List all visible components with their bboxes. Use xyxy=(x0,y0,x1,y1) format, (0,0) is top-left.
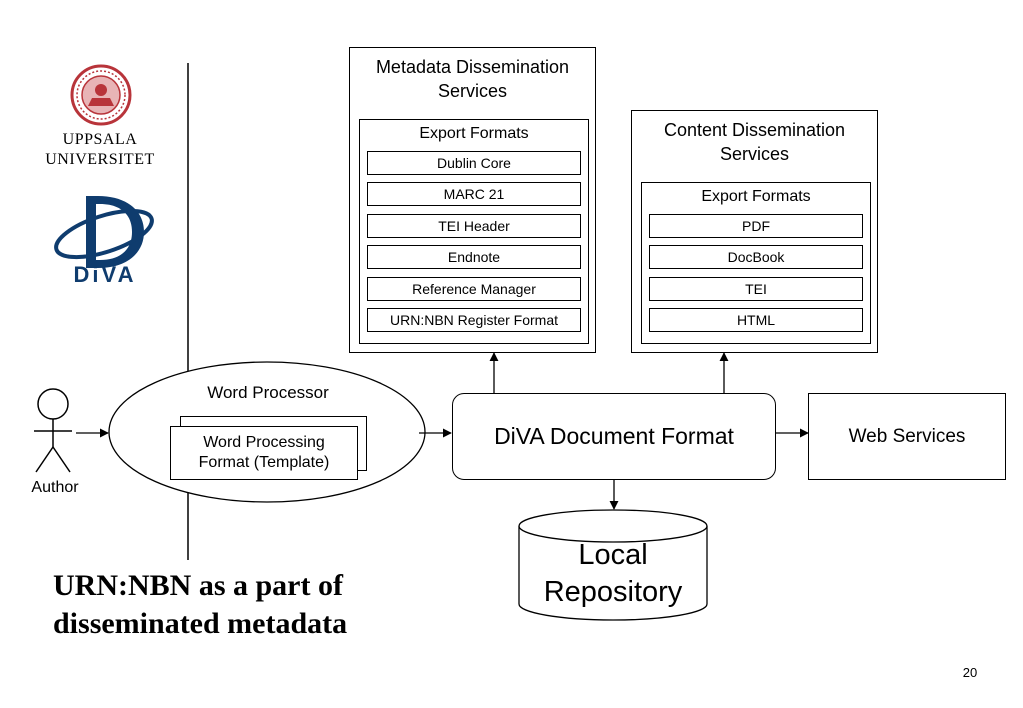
caption: URN:NBN as a part of disseminated metada… xyxy=(53,567,433,643)
format-marc-21: MARC 21 xyxy=(367,182,581,206)
metadata-title-line-2: Services xyxy=(437,81,508,101)
metadata-export-formats-title: Export Formats xyxy=(419,125,529,142)
format-pdf: PDF xyxy=(649,214,863,238)
metadata-title-line-1: Metadata Dissemination xyxy=(375,57,570,77)
diva-document-format-label: DiVA Document Format xyxy=(494,423,734,449)
diva-wordmark: DiVA xyxy=(73,262,137,287)
diva-logo-icon xyxy=(54,196,154,268)
diva-document-format-box: DiVA Document Format xyxy=(452,393,776,480)
content-title-line-1: Content Dissemination xyxy=(663,120,846,140)
format-dublin-core: Dublin Core xyxy=(367,151,581,175)
format-endnote: Endnote xyxy=(367,245,581,269)
author-figure xyxy=(34,388,72,473)
caption-line-2: disseminated metadata xyxy=(53,607,348,640)
connectors xyxy=(76,352,809,510)
content-services-box: Content Dissemination Services Export Fo… xyxy=(631,110,878,353)
repository-line-1: Local xyxy=(578,539,648,571)
uppsala-seal-icon xyxy=(70,64,132,126)
word-processor-label: Word Processor xyxy=(207,383,329,402)
format-tei: TEI xyxy=(649,277,863,301)
metadata-export-formats-box: Export Formats Dublin Core MARC 21 TEI H… xyxy=(359,119,589,344)
format-tei-header: TEI Header xyxy=(367,214,581,238)
format-reference-manager: Reference Manager xyxy=(367,277,581,301)
web-services-box: Web Services xyxy=(808,393,1006,480)
page-number: 20 xyxy=(962,665,978,680)
metadata-services-box: Metadata Dissemination Services Export F… xyxy=(349,47,596,353)
format-urn-nbn-register: URN:NBN Register Format xyxy=(367,308,581,332)
repository-line-2: Repository xyxy=(543,576,683,608)
content-services-title: Content Dissemination Services xyxy=(632,118,877,166)
university-name: UPPSALA UNIVERSITET xyxy=(30,130,170,170)
university-name-line-2: UNIVERSITET xyxy=(45,151,155,168)
web-services-label: Web Services xyxy=(848,425,966,447)
local-repository-label: Local Repository xyxy=(519,537,707,611)
template-text: Word Processing Format (Template) xyxy=(171,433,357,473)
format-docbook: DocBook xyxy=(649,245,863,269)
template-line-1: Word Processing xyxy=(203,434,325,451)
word-processing-template-box: Word Processing Format (Template) xyxy=(170,426,358,480)
template-line-2: Format (Template) xyxy=(198,454,330,471)
content-title-line-2: Services xyxy=(719,144,790,164)
format-html: HTML xyxy=(649,308,863,332)
caption-line-1: URN:NBN as a part of xyxy=(53,569,343,602)
university-name-line-1: UPPSALA xyxy=(62,131,138,148)
repository-cylinder xyxy=(518,509,708,621)
author-label: Author xyxy=(31,479,79,496)
metadata-services-title: Metadata Dissemination Services xyxy=(350,55,595,103)
content-export-formats-title: Export Formats xyxy=(701,188,811,205)
content-export-formats-box: Export Formats PDF DocBook TEI HTML xyxy=(641,182,871,344)
